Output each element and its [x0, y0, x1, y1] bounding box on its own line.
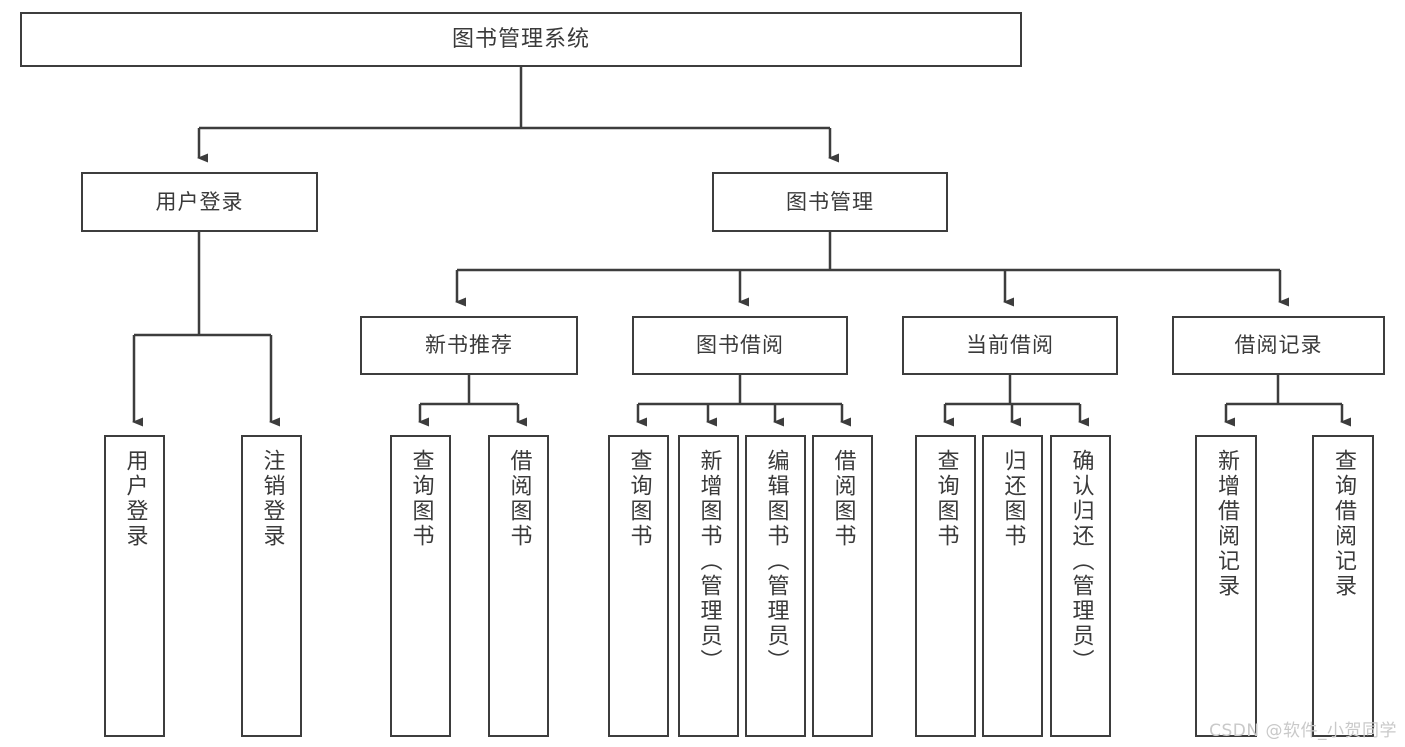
node-label: 注销登录 [259, 449, 285, 549]
node-label: 借阅图书 [830, 449, 856, 549]
leaf-current-borrow-query-book[interactable]: 查询图书 [915, 435, 976, 737]
leaf-current-borrow-return-book[interactable]: 归还图书 [982, 435, 1043, 737]
leaf-borrow-record-query-record[interactable]: 查询借阅记录 [1312, 435, 1374, 737]
node-label: 编辑图书（管理员） [763, 449, 789, 674]
leaf-book-borrow-add-book-admin[interactable]: 新增图书（管理员） [678, 435, 739, 737]
node-label: 查询图书 [933, 449, 959, 549]
leaf-user-login-logout[interactable]: 注销登录 [241, 435, 302, 737]
node-borrow-record[interactable]: 借阅记录 [1172, 316, 1385, 375]
watermark: CSDN @软件_小贺同学 [1209, 721, 1397, 741]
node-label: 查询借阅记录 [1331, 449, 1356, 599]
node-label: 确认归还（管理员） [1068, 449, 1094, 674]
leaf-new-book-borrow-book[interactable]: 借阅图书 [488, 435, 549, 737]
node-label: 用户登录 [122, 449, 148, 549]
node-new-book-recommend[interactable]: 新书推荐 [360, 316, 578, 375]
node-label: 当前借阅 [966, 333, 1054, 358]
leaf-borrow-record-add-record[interactable]: 新增借阅记录 [1195, 435, 1257, 737]
node-book-management[interactable]: 图书管理 [712, 172, 948, 232]
leaf-book-borrow-borrow-book[interactable]: 借阅图书 [812, 435, 873, 737]
node-label: 用户登录 [155, 189, 244, 214]
node-book-borrow[interactable]: 图书借阅 [632, 316, 848, 375]
node-label: 新增借阅记录 [1214, 449, 1239, 599]
node-label: 新增图书（管理员） [696, 449, 722, 674]
node-label: 查询图书 [408, 449, 434, 549]
leaf-user-login-login[interactable]: 用户登录 [104, 435, 165, 737]
node-root-book-management-system[interactable]: 图书管理系统 [20, 12, 1022, 67]
leaf-book-borrow-query-book[interactable]: 查询图书 [608, 435, 669, 737]
node-label: 图书管理 [786, 189, 874, 214]
node-user-login[interactable]: 用户登录 [81, 172, 318, 232]
node-label: 新书推荐 [425, 333, 513, 358]
node-label: 归还图书 [1000, 449, 1026, 549]
node-current-borrow[interactable]: 当前借阅 [902, 316, 1118, 375]
leaf-book-borrow-edit-book-admin[interactable]: 编辑图书（管理员） [745, 435, 806, 737]
node-label: 借阅记录 [1234, 333, 1323, 358]
node-label: 借阅图书 [506, 449, 532, 549]
node-label: 图书管理系统 [451, 26, 590, 52]
leaf-new-book-query-book[interactable]: 查询图书 [390, 435, 451, 737]
node-label: 图书借阅 [696, 333, 784, 358]
leaf-current-borrow-confirm-return-admin[interactable]: 确认归还（管理员） [1050, 435, 1111, 737]
node-label: 查询图书 [626, 449, 652, 549]
